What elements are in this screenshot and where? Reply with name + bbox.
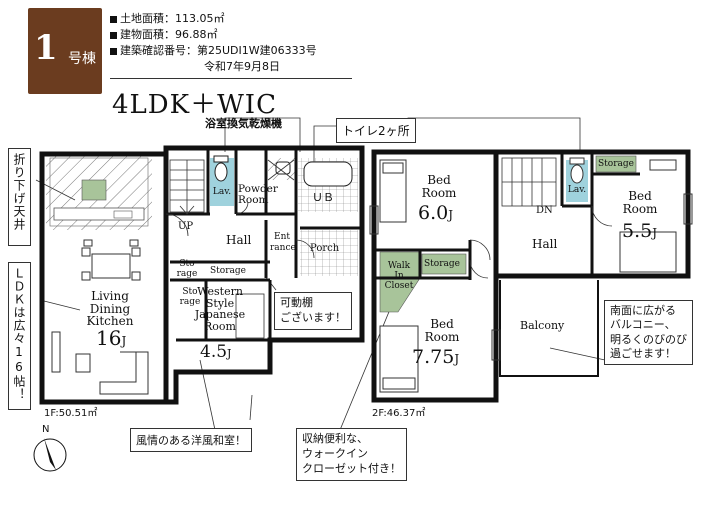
room-bed1-name: Bed Room bbox=[421, 173, 457, 200]
room-wic: Walk In Closet bbox=[384, 261, 414, 291]
room-powder: Powder Room bbox=[238, 183, 278, 207]
spec-land-area: 土地面積：113.05㎡ bbox=[110, 10, 225, 26]
building-unit: 号棟 bbox=[68, 51, 96, 67]
spec-building-area: 建物面積：96.88㎡ bbox=[110, 26, 218, 42]
room-1f-storage-c: Sto rage bbox=[179, 287, 201, 307]
compass-label: N bbox=[42, 424, 50, 435]
room-bed3-name: Bed Room bbox=[622, 189, 658, 216]
plan-title: 4LDK＋WIC bbox=[112, 90, 277, 120]
floor1-area: 1F:50.51㎡ bbox=[44, 408, 98, 419]
callout-bath-dryer: 浴室換気乾燥機 bbox=[205, 117, 282, 130]
room-ub: ＵＢ bbox=[312, 191, 334, 204]
room-ldk-name: Living Dining Kitchen bbox=[86, 289, 134, 329]
room-bed2-name: Bed Room bbox=[424, 317, 460, 344]
stairs-down: DN bbox=[536, 205, 553, 216]
room-balcony: Balcony bbox=[520, 319, 565, 332]
callout-balcony: 南面に広がる バルコニー、 明るくのびのび 過ごせます！ bbox=[604, 300, 693, 366]
callout-washitsu: 風情のある洋風和室！ bbox=[130, 428, 252, 452]
room-bed3-size: 5.5J bbox=[622, 220, 658, 242]
callout-dropped-ceiling: 折り下げ天井 bbox=[8, 148, 31, 246]
room-bed2-size: 7.75J bbox=[412, 346, 460, 368]
callout-ldk-size: ＬＤＫは広々16帖！ bbox=[8, 262, 31, 410]
room-ldk-size: 16J bbox=[96, 326, 127, 350]
room-bed1-size: 6.0J bbox=[418, 202, 454, 224]
callout-two-toilets: トイレ2ヶ所 bbox=[336, 118, 416, 143]
room-washitsu-name: Western Style Japanese Room bbox=[194, 285, 246, 333]
room-entrance: Ent rance bbox=[270, 232, 296, 253]
spec-confirmation-number: 建築確認番号：第25UDI1W建06333号 bbox=[110, 42, 317, 58]
floor2-area: 2F:46.37㎡ bbox=[372, 408, 426, 419]
room-1f-lav: Lav. bbox=[212, 187, 232, 197]
header-divider bbox=[110, 78, 352, 79]
room-1f-storage-b: Storage bbox=[210, 266, 246, 276]
room-2f-storage-a: Storage bbox=[424, 259, 460, 269]
compass bbox=[33, 438, 67, 472]
callout-movable-shelf: 可動棚 ございます！ bbox=[274, 292, 352, 330]
building-number: 1 bbox=[34, 28, 58, 68]
spec-confirmation-date: 令和7年9月8日 bbox=[204, 60, 280, 73]
room-2f-hall: Hall bbox=[532, 237, 558, 251]
floor1-plan bbox=[39, 145, 365, 405]
room-1f-storage-a: Sto rage bbox=[176, 259, 198, 279]
stairs-up: UP bbox=[178, 221, 194, 232]
room-washitsu-size: 4.5J bbox=[200, 342, 232, 362]
callout-wic: 収納便利な、 ウォークイン クローゼット付き！ bbox=[296, 428, 407, 481]
building-badge: 1 号棟 bbox=[28, 8, 102, 94]
floor2-plan bbox=[369, 149, 693, 403]
room-1f-hall: Hall bbox=[226, 233, 252, 247]
room-2f-storage-b: Storage bbox=[598, 159, 634, 169]
room-porch: Porch bbox=[310, 243, 340, 254]
room-2f-lav: Lav. bbox=[567, 185, 587, 195]
